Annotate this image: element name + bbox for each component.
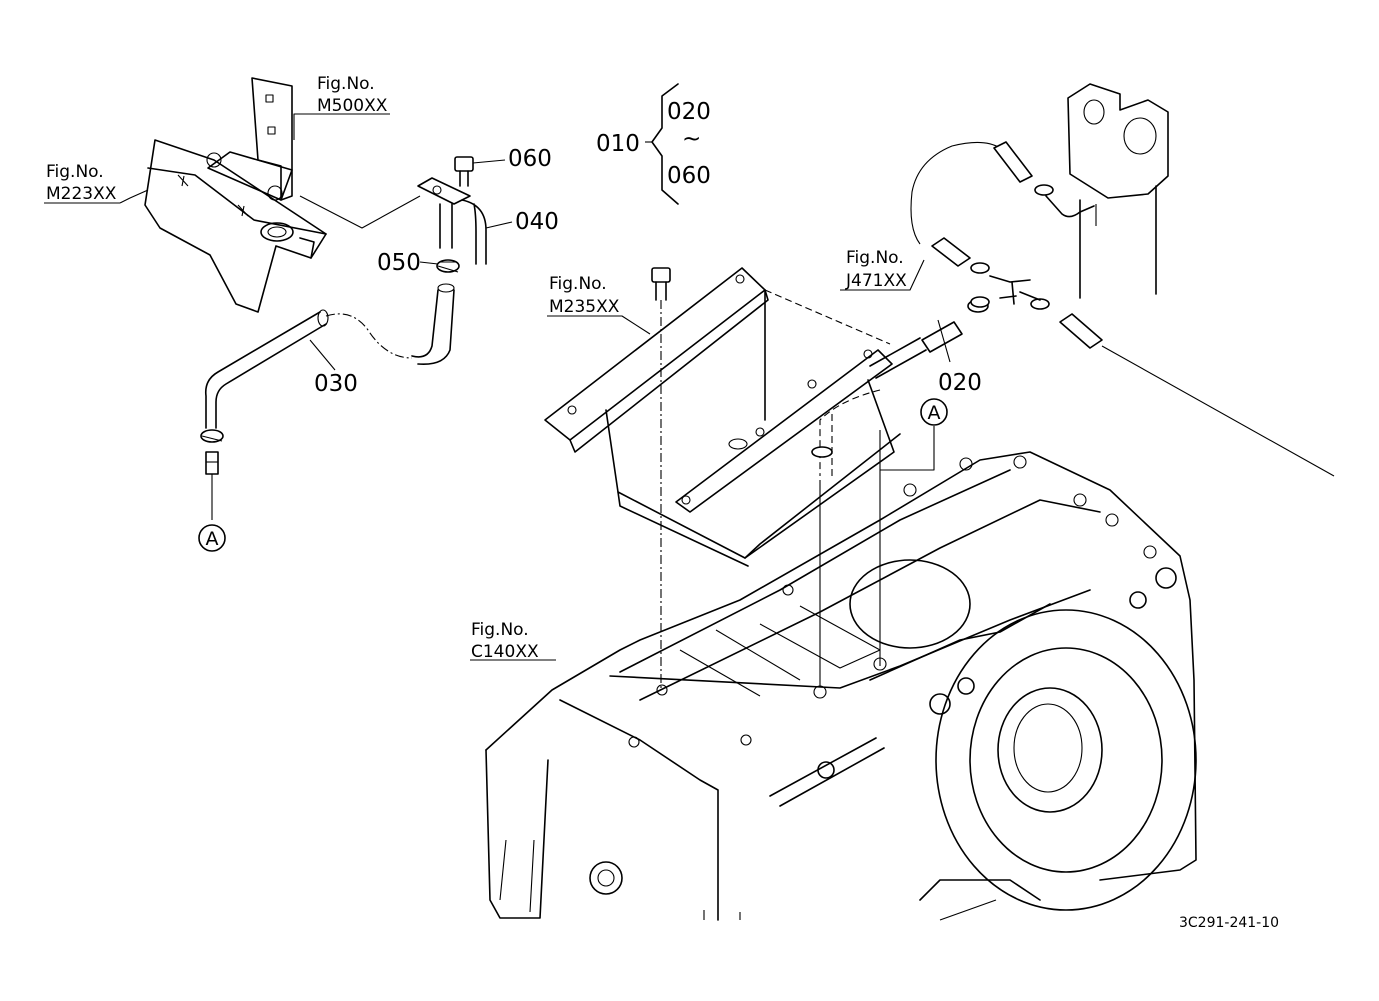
tray-bolt [651, 267, 671, 690]
part-range-brace [645, 83, 679, 205]
svg-text:Fig.No.: Fig.No. [317, 74, 375, 94]
part-030-label: 030 [314, 371, 358, 397]
leader-lines-left [44, 113, 513, 371]
part-labels: 010 020 ~ 060 060 040 050 030 020 [314, 99, 982, 397]
part-020-label: 020 [938, 370, 982, 396]
part-020-range-label: 020 [667, 99, 711, 125]
svg-text:M235XX: M235XX [549, 297, 620, 317]
part-060-range-label: 060 [667, 163, 711, 189]
svg-text:Fig.No.: Fig.No. [46, 162, 104, 182]
figref-m235xx: Fig.No. M235XX [547, 274, 651, 335]
range-tilde: ~ [682, 126, 701, 152]
figref-j471xx: Fig.No. J471XX [845, 248, 907, 291]
connection-marker-left: A [198, 524, 226, 552]
engine-bracket-upper-right [1067, 83, 1169, 299]
svg-text:C140XX: C140XX [471, 642, 539, 662]
part-060-label: 060 [508, 146, 552, 172]
figref-c140xx: Fig.No. C140XX [471, 620, 539, 662]
svg-text:Fig.No.: Fig.No. [471, 620, 529, 640]
figref-m223xx: Fig.No. M223XX [46, 162, 117, 204]
transmission-case-c140xx [470, 430, 1197, 921]
svg-text:A: A [928, 402, 941, 424]
svg-text:J471XX: J471XX [845, 271, 907, 291]
bracket-m500xx [206, 77, 293, 201]
drawing-code: 3C291-241-10 [1179, 915, 1279, 931]
part-040-label: 040 [515, 209, 559, 235]
frame-m223xx [144, 139, 327, 313]
breather-pipe-assembly [200, 156, 487, 520]
svg-text:M500XX: M500XX [317, 96, 388, 116]
svg-text:M223XX: M223XX [46, 184, 117, 204]
part-010-label: 010 [596, 131, 640, 157]
svg-text:Fig.No.: Fig.No. [549, 274, 607, 294]
connection-marker-right: A [880, 398, 948, 471]
figref-m500xx: Fig.No. M500XX [317, 74, 388, 116]
svg-text:Fig.No.: Fig.No. [846, 248, 904, 268]
pipe-j471xx [840, 141, 1335, 477]
svg-text:A: A [206, 528, 219, 550]
part-050-label: 050 [377, 250, 421, 276]
